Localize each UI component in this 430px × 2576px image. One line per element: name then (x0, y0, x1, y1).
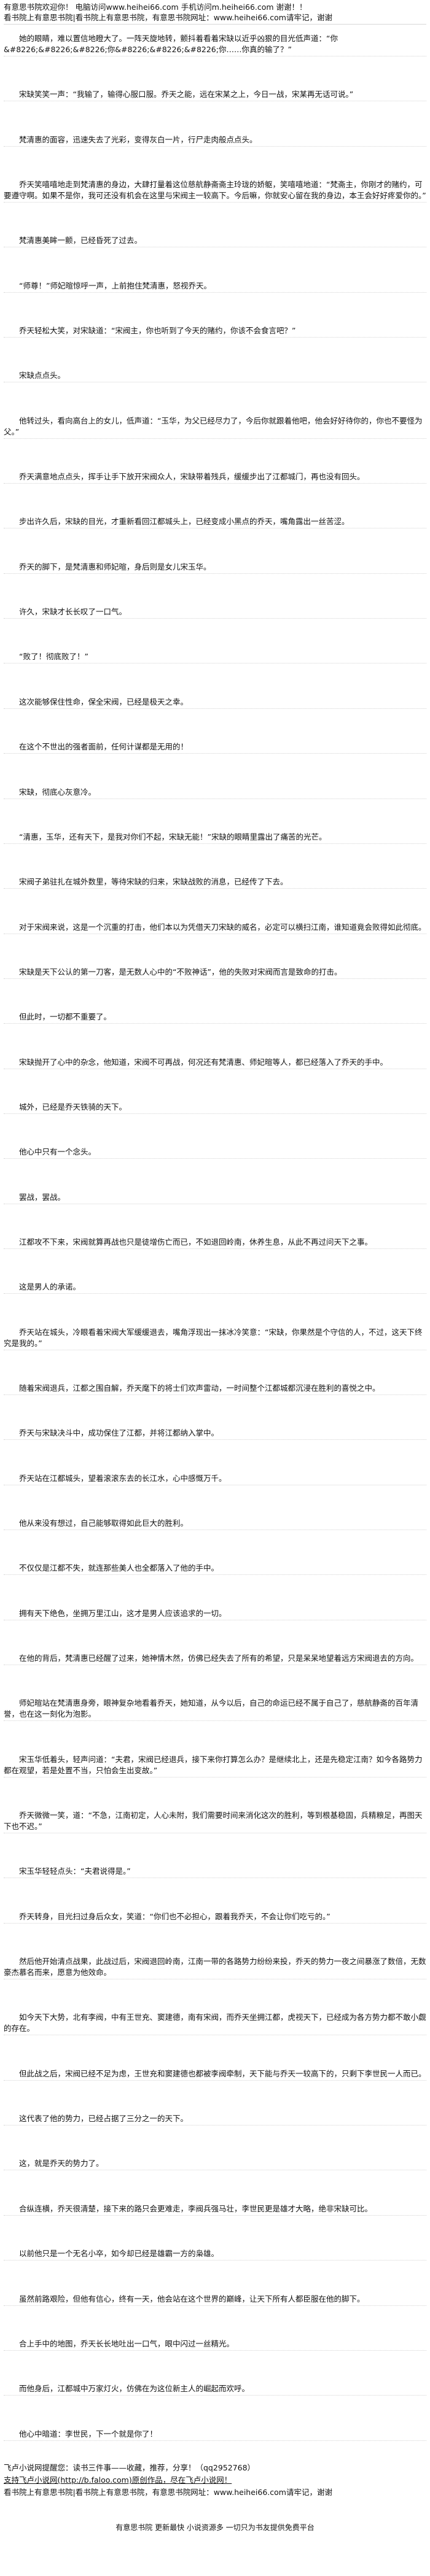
paragraph: “师尊！”师妃暄惊呼一声，上前抱住梵清惠，怒视乔天。 (4, 280, 426, 293)
paragraph: 乔天转身，目光扫过身后众女，笑道：“你们也不必担心，跟着我乔天，不会让你们吃亏的… (4, 1911, 426, 1924)
paragraph: 乔天轻松大笑，对宋缺道：“宋阀主，你也听到了今天的赌约，你该不会食言吧？” (4, 325, 426, 338)
paragraph: 乔天站在江都城头，望着滚滚东去的长江水，心中感慨万千。 (4, 1473, 426, 1485)
paragraph: 罢战，罢战。 (4, 1192, 426, 1204)
paragraph: 师妃暄站在梵清惠身旁，眼神复杂地看着乔天，她知道，从今以后，自己的命运已经不属于… (4, 1698, 426, 1722)
paragraph: “败了！彻底败了！” (4, 651, 426, 664)
paragraph: 乔天满意地点点头，挥手让手下放开宋阀众人，宋缺带着残兵，缓缓步出了江都城门，再也… (4, 471, 426, 484)
paragraph: 合上手中的地图，乔天长长地吐出一口气，眼中闪过一丝精光。 (4, 2338, 426, 2351)
site-notice-bottom: 看书院上有意思书院|看书院上有意思书院，有意思书院网址：www.heihei66… (4, 2488, 332, 2497)
site-notice-top: 看书院上有意思书院|看书院上有意思书院，有意思书院网址：www.heihei66… (4, 12, 426, 25)
paragraph: 宋缺笑笑一声：“我输了，输得心服口服。乔天之能，远在宋某之上，今日一战，宋某再无… (4, 89, 426, 102)
paragraph: 宋阀子弟驻扎在城外数里，等待宋缺的归来，宋缺战败的消息，已经传了下去。 (4, 876, 426, 889)
paragraph: 许久，宋缺才长长叹了一口气。 (4, 606, 426, 619)
paragraph: 乔天站在城头，冷眼看着宋阀大军缓缓退去，嘴角浮现出一抹冰冷笑意：“宋缺，你果然是… (4, 1327, 426, 1350)
paragraph: “清惠，玉华，还有天下，是我对你们不起，宋缺无能！”宋缺的眼睛里露出了痛苦的光芒… (4, 832, 426, 844)
paragraph: 乔天微微一笑，道：“不急，江南初定，人心未附，我们需要时间来消化这次的胜利，等到… (4, 1810, 426, 1834)
paragraph: 江都攻不下来，宋阀就算再战也只是徒增伤亡而已，不如退回岭南，休养生息，从此不再过… (4, 1237, 426, 1249)
paragraph: 他转过头，看向高台上的女儿，低声道：“玉华，为父已经尽力了，今后你就跟着他吧，他… (4, 416, 426, 439)
paragraph: 而他身后，江都城中万家灯火，仿佛在为这位新主人的崛起而欢呼。 (4, 2383, 426, 2396)
faloo-support-link[interactable]: 支持飞卢小说网(http://b.faloo.com)原创作品，尽在飞卢小说网！ (4, 2475, 232, 2485)
paragraph: 然后他开始清点战果，此战过后，宋阀退回岭南，江南一带的各路势力纷纷来投，乔天的势… (4, 1956, 426, 1980)
paragraph: 在他的背后，梵清惠已经醒了过来，她神情木然，仿佛已经失去了所有的希望，只是呆呆地… (4, 1653, 426, 1666)
paragraph: 这，就是乔天的势力了。 (4, 2158, 426, 2171)
paragraph: 拥有天下绝色，坐拥万里江山，这才是男人应该追求的一切。 (4, 1608, 426, 1620)
paragraph: 宋缺是天下公认的第一刀客，是无数人心中的“不败神话”，他的失败对宋阀而言是致命的… (4, 967, 426, 979)
paragraph: 但此战之后，宋阀已经不足为虑，王世充和窦建德也都被李阀牵制，天下能与乔天一较高下… (4, 2068, 426, 2081)
paragraph: 这是男人的承诺。 (4, 1282, 426, 1294)
paragraph: 合纵连横，乔天很清楚，接下来的路只会更难走，李阀兵强马壮，李世民更是雄才大略，绝… (4, 2203, 426, 2216)
paragraph: 宋玉华轻轻点头：“夫君说得是。” (4, 1866, 426, 1879)
paragraph: 乔天笑嘻嘻地走到梵清惠的身边，大肆打量着这位慈航静斋斋主玲珑的娇躯，笑嘻嘻地道：… (4, 179, 426, 203)
paragraph: 在这个不世出的强者面前，任何计谋都是无用的！ (4, 741, 426, 754)
paragraph: 乔天与宋缺决斗中，成功保住了江都，并将江都纳入掌中。 (4, 1428, 426, 1441)
paragraph: 宋玉华低着头，轻声问道：“夫君，宋阀已经退兵，接下来你打算怎么办？是继续北上，还… (4, 1754, 426, 1777)
paragraph: 宋缺点点头。 (4, 370, 426, 383)
paragraph: 对于宋阀来说，这是一个沉重的打击，他们本以为凭借天刀宋缺的威名，必定可以横扫江南… (4, 922, 426, 934)
paragraph: 梵清惠的面容，迅速失去了光彩，变得灰白一片，行尸走肉般点点头。 (4, 134, 426, 147)
paragraph: 她的眼睛，难以置信地瞪大了。一阵天旋地转，颤抖着看着宋缺以近乎凶狠的目光低声道：… (4, 33, 426, 56)
paragraph: 乔天的脚下，是梵清惠和师妃暄，身后则是女儿宋玉华。 (4, 562, 426, 574)
paragraph: 这次能够保住性命，保全宋阀，已经是极天之幸。 (4, 697, 426, 709)
paragraph: 城外，已经是乔天铁骑的天下。 (4, 1102, 426, 1114)
paragraph: 步出许久后，宋缺的目光，才重新看回江都城头上，已经变成小黑点的乔天，嘴角露出一丝… (4, 516, 426, 529)
faloo-support-link-row: 支持飞卢小说网(http://b.faloo.com)原创作品，尽在飞卢小说网！ (4, 2474, 426, 2486)
paragraph: 虽然前路艰险，但他有信心，终有一天，他会站在这个世界的巅峰，让天下所有人都臣服在… (4, 2294, 426, 2306)
faloo-reminder: 飞卢小说网提醒您：读书三件事——收藏，推荐，分享！（qq2952768） (4, 2463, 256, 2472)
paragraph: 以前他只是一个无名小卒，如今却已经是雄霸一方的枭雄。 (4, 2248, 426, 2261)
paragraph: 这代表了他的势力，已经占据了三分之一的天下。 (4, 2113, 426, 2126)
paragraph: 他从来没有想过，自己能够取得如此巨大的胜利。 (4, 1518, 426, 1530)
paragraph: 梵清惠美眸一颤，已经昏死了过去。 (4, 235, 426, 248)
site-welcome: 有意思书院欢迎你！ 电脑访问www.heihei66.com 手机访问m.hei… (4, 2, 307, 12)
paragraph: 如今天下大势，北有李阀，中有王世充、窦建德，南有宋阀，而乔天坐拥江都，虎视天下，… (4, 2012, 426, 2036)
paragraph: 随着宋阀退兵，江都之围自解，乔天麾下的将士们欢声雷动，一时间整个江都城都沉浸在胜… (4, 1383, 426, 1395)
chapter-body: 她的眼睛，难以置信地瞪大了。一阵天旋地转，颤抖着看着宋缺以近乎凶狠的目光低声道：… (4, 25, 426, 2462)
paragraph: 他心中只有一个念头。 (4, 1147, 426, 1159)
paragraph: 他心中暗道：李世民，下一个就是你了！ (4, 2429, 426, 2441)
paragraph: 不仅仅是江都不失，就连那些美人也全都落入了他的手中。 (4, 1563, 426, 1576)
paragraph: 宋缺抛开了心中的杂念，他知道，宋阀不可再战，何况还有梵清惠、师妃暄等人，都已经落… (4, 1057, 426, 1069)
page-footer: 飞卢小说网提醒您：读书三件事——收藏，推荐，分享！（qq2952768） 支持飞… (4, 2462, 426, 2576)
paragraph: 宋缺，彻底心灰意冷。 (4, 787, 426, 799)
paragraph: 但此时，一切都不重要了。 (4, 1011, 426, 1024)
site-slogan: 有意思书院 更新最快 小说资源多 一切只为书友提供免费平台 (115, 2523, 315, 2532)
